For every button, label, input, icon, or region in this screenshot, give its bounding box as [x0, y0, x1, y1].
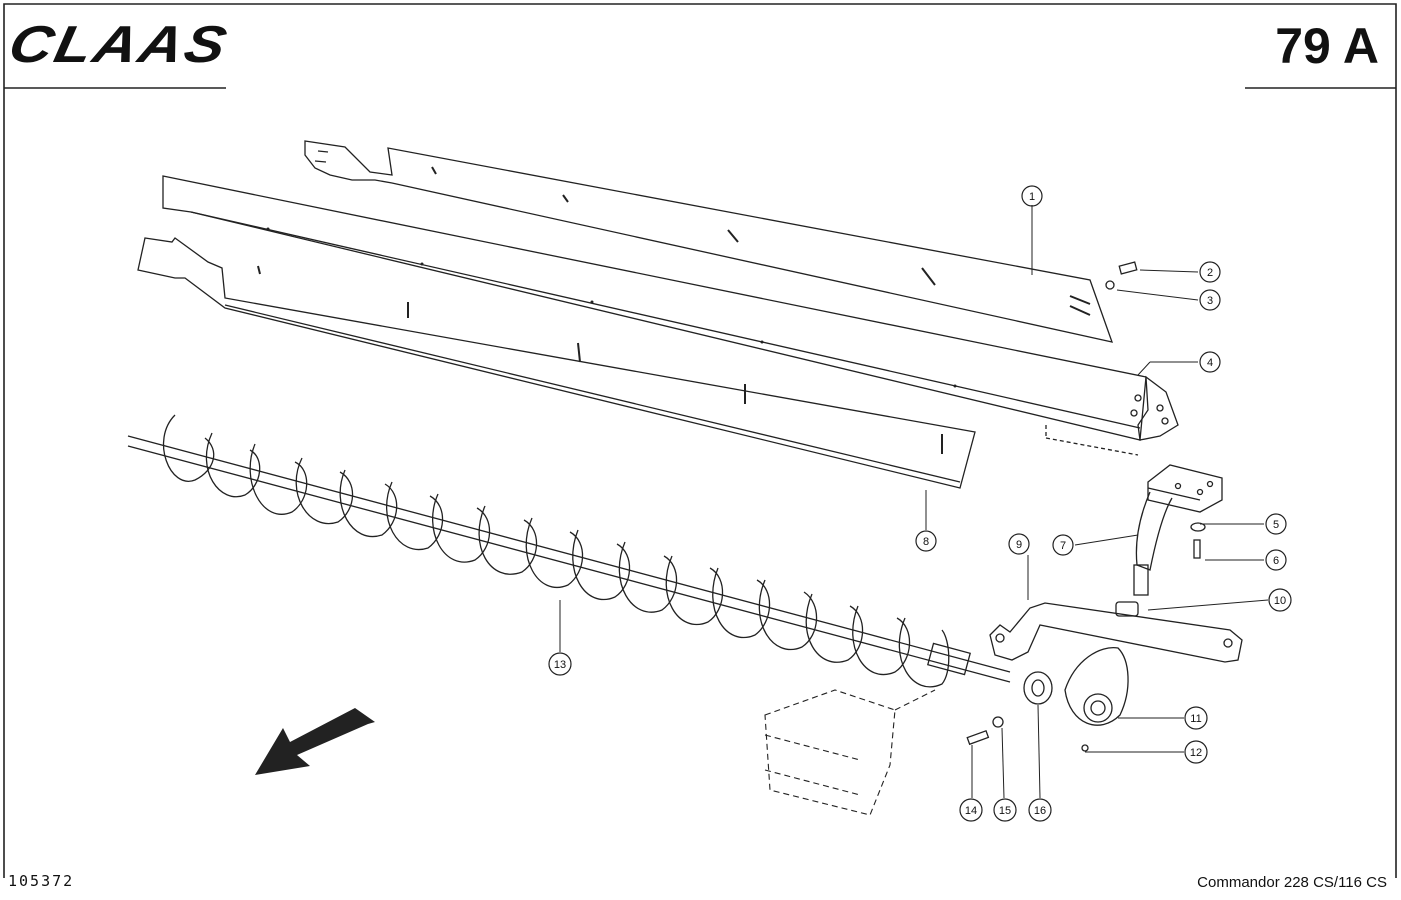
callout-13: 13 — [548, 652, 572, 676]
callout-9: 9 — [1008, 533, 1030, 555]
callout-3: 3 — [1199, 289, 1221, 311]
svg-text:14: 14 — [965, 805, 977, 817]
svg-text:7: 7 — [1060, 540, 1066, 552]
callout-16: 16 — [1028, 798, 1052, 822]
part-11-bearing-housing — [1064, 647, 1129, 726]
auger-flights — [163, 414, 950, 688]
callout-10: 10 — [1268, 588, 1292, 612]
part-9-rod — [989, 602, 1243, 663]
callout-7: 7 — [1052, 534, 1074, 556]
part-8-lower-sheet — [137, 237, 976, 489]
callout-11: 11 — [1184, 706, 1208, 730]
callout-14: 14 — [959, 798, 983, 822]
dashed-frame-outline — [764, 689, 936, 816]
callout-4: 4 — [1199, 351, 1221, 373]
svg-text:4: 4 — [1207, 357, 1213, 369]
svg-text:9: 9 — [1016, 539, 1022, 551]
part-6-bolt — [1193, 539, 1201, 559]
callout-6: 6 — [1265, 549, 1287, 571]
callout-5: 5 — [1265, 513, 1287, 535]
callout-12: 12 — [1184, 740, 1208, 764]
svg-text:11: 11 — [1190, 713, 1201, 725]
svg-text:16: 16 — [1034, 805, 1046, 817]
sheet-8-slots — [257, 265, 943, 454]
callouts: 1 2 3 4 5 6 7 8 9 10 11 12 13 14 15 16 — [548, 185, 1292, 822]
svg-text:5: 5 — [1273, 519, 1279, 531]
svg-text:12: 12 — [1190, 747, 1202, 759]
model-designation: Commandor 228 CS/116 CS — [1197, 874, 1387, 891]
page-number: 79 A — [1275, 18, 1379, 74]
part-5-washer — [1190, 522, 1206, 532]
small-parts — [966, 261, 1206, 752]
bar-4-holes — [266, 227, 957, 388]
svg-text:13: 13 — [554, 659, 566, 671]
part-14-bolt — [966, 729, 990, 746]
part-1-top-sheet — [304, 140, 1114, 343]
leader-lines — [559, 205, 1269, 799]
part-4-angle-bar — [162, 175, 1179, 456]
callout-15: 15 — [993, 798, 1017, 822]
svg-text:6: 6 — [1273, 555, 1279, 567]
svg-text:1: 1 — [1029, 191, 1035, 203]
part-16-bearing — [1023, 671, 1053, 705]
sheet-1-slots — [431, 166, 1091, 316]
part-7-bracket — [1133, 464, 1223, 596]
svg-text:8: 8 — [923, 536, 929, 548]
svg-text:2: 2 — [1207, 267, 1213, 279]
page-frame — [3, 3, 1397, 878]
callout-2: 2 — [1199, 261, 1221, 283]
callout-8: 8 — [915, 530, 937, 552]
part-10-nut — [1115, 601, 1139, 617]
document-number: 105372 — [8, 872, 75, 890]
part-3-washer — [1105, 280, 1115, 290]
direction-arrow-icon — [255, 708, 375, 775]
part-12-nipple — [1081, 744, 1089, 752]
part-15-washer — [992, 716, 1004, 728]
svg-text:3: 3 — [1207, 295, 1213, 307]
svg-text:10: 10 — [1274, 595, 1286, 607]
part-2-bolt — [1118, 261, 1138, 275]
callout-1: 1 — [1021, 185, 1043, 207]
part-13-auger — [127, 414, 1011, 688]
svg-text:15: 15 — [999, 805, 1011, 817]
